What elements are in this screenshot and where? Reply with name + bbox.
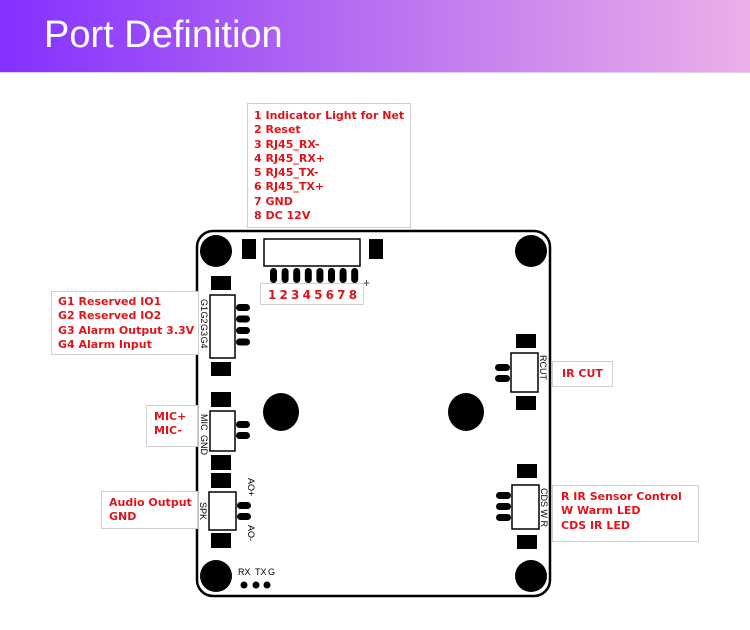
uart-silk-tx: TX [255, 567, 267, 577]
legend-line: 5 RJ45_TX- [254, 166, 319, 180]
mount-hole-bottom-left [200, 560, 232, 592]
legend-line: MIC- [154, 424, 182, 438]
spk-pad-top [211, 473, 231, 488]
main-connector-pin [270, 268, 277, 283]
gpio-silk-label: G4 [199, 337, 209, 349]
main-connector-pin [293, 268, 301, 283]
mount-hole-top-left [200, 235, 232, 267]
legend-line: MIC+ [154, 410, 187, 423]
mic-legend: MIC+ MIC- [146, 405, 198, 447]
legend-line: GND [109, 510, 137, 524]
main-connector-pins [270, 268, 359, 283]
legend-line: 8 DC 12V [254, 209, 311, 223]
ircut-pad-top [516, 334, 536, 348]
ircut-pin [495, 364, 510, 371]
legend-line: Audio Output [109, 496, 192, 509]
legend-line: 4 RJ45_RX+ [254, 151, 326, 165]
plus-mark: + [363, 276, 370, 290]
ircut-pad-bottom [516, 396, 536, 410]
pin-number-label: 1 2 3 4 5 6 7 8 [260, 283, 364, 305]
sensor-pin [496, 492, 511, 499]
board-outline [195, 229, 552, 598]
main-connector-pin [351, 268, 359, 283]
connector-pad-right [369, 239, 383, 259]
main-connector-pin [304, 268, 312, 283]
lens-hole-left [263, 393, 299, 431]
ircut-connector-body [510, 352, 539, 393]
spk-pin [237, 513, 251, 520]
legend-line: G1 Reserved IO1 [58, 295, 162, 308]
legend-line: 7 GND [254, 194, 293, 208]
sensor-pad-bottom [517, 535, 537, 549]
gpio-pin [236, 327, 250, 334]
legend-line: G3 Alarm Output 3.3V [58, 323, 195, 337]
spk-silk: SPK [198, 502, 208, 520]
connector-pad-left [242, 239, 256, 259]
legend-line: 6 RJ45_TX+ [254, 180, 325, 194]
main-connector-pin [328, 268, 335, 283]
mic-pin [236, 421, 250, 428]
uart-silk-rx: RX [238, 567, 251, 577]
spk-pad-bottom [211, 533, 231, 548]
sensor-pad-top [517, 464, 537, 478]
mic-pad-bottom [211, 455, 231, 470]
sensor-pin [496, 503, 511, 510]
sensor-connector-body [511, 484, 540, 530]
legend-line: W Warm LED [561, 504, 641, 518]
uart-pad-rx [240, 581, 248, 589]
lens-hole-right [448, 393, 484, 431]
gpio-silk-label: G3 [199, 324, 209, 336]
uart-silk-g: G [268, 567, 275, 577]
mic-silk-gnd: GND [199, 435, 209, 456]
spk-connector-body [208, 491, 237, 531]
legend-line: G2 Reserved IO2 [58, 309, 162, 323]
header-banner: Port Definition [0, 0, 750, 72]
legend-line: 1 Indicator Light for Net [254, 109, 405, 122]
main-connector-pin [281, 268, 289, 283]
legend-line: R IR Sensor Control [561, 490, 682, 503]
mic-pad-top [211, 392, 231, 407]
gpio-legend: G1 Reserved IO1 G2 Reserved IO2 G3 Alarm… [51, 291, 199, 355]
gpio-pin [236, 338, 250, 346]
mount-hole-top-right [515, 235, 547, 267]
gpio-silk-label: G2 [199, 312, 209, 324]
ircut-legend: IR CUT [552, 361, 613, 387]
uart-pad-g [263, 581, 271, 589]
uart-pad-tx [252, 581, 260, 589]
gpio-connector-body [209, 294, 236, 359]
spk-pin [237, 502, 251, 509]
main-connector-pin [339, 268, 347, 283]
mount-hole-bottom-right [515, 560, 547, 592]
legend-line: 2 Reset [254, 123, 301, 137]
legend-line: 3 RJ45_RX- [254, 137, 320, 151]
gpio-pad-top [211, 276, 231, 290]
ao-plus-silk: AO+ [246, 478, 256, 496]
ircut-silk: RCUT [538, 355, 548, 380]
legend-line: IR CUT [562, 367, 603, 380]
main-connector-body [263, 238, 361, 267]
main-connector-pin [316, 268, 324, 283]
legend-line: CDS IR LED [561, 518, 631, 532]
audio-legend: Audio Output GND [101, 491, 198, 529]
sensor-pin [496, 514, 511, 521]
mic-connector-body [209, 410, 236, 452]
gpio-pad-bottom [211, 362, 231, 376]
main-connector-legend: 1 Indicator Light for Net 2 Reset 3 RJ45… [247, 103, 411, 228]
ircut-pin [495, 375, 510, 382]
gpio-silk-label: G1 [199, 299, 209, 311]
mic-pin [236, 432, 250, 439]
pin-numbers: 1 2 3 4 5 6 7 8 [268, 288, 358, 302]
page-title: Port Definition [44, 14, 283, 56]
sensor-legend: R IR Sensor Control W Warm LED CDS IR LE… [552, 485, 699, 542]
gpio-pin [236, 304, 250, 311]
legend-line: G4 Alarm Input [58, 337, 152, 351]
gpio-pin [236, 315, 250, 323]
ao-minus-silk: AO- [246, 525, 256, 541]
sensor-silk: CDS W R [539, 488, 549, 527]
gpio-connector-pins [236, 304, 250, 346]
mic-silk-mic: MIC [199, 414, 209, 431]
header-divider [0, 72, 750, 73]
